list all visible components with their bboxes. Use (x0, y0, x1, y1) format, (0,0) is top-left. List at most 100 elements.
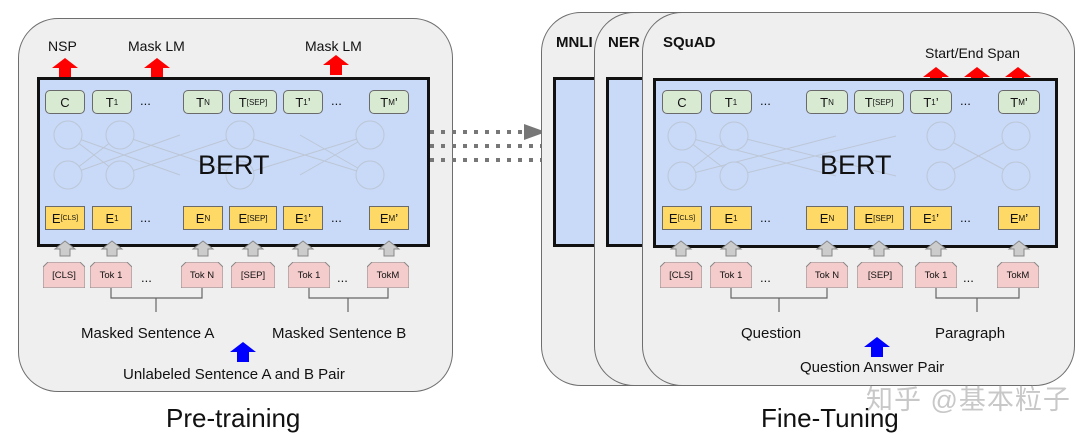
embed-e1p-text: E (294, 210, 304, 226)
ft-output-t1p-sub: 1 (931, 97, 936, 107)
pretraining-input-arrows (53, 240, 401, 257)
pretraining-embed-ecls: E[CLS] (45, 206, 85, 230)
finetuning-token-ellipsis-2: ... (963, 270, 974, 285)
ft-token-tok1-text: Tok 1 (719, 269, 743, 281)
output-tm-text: T (380, 94, 389, 110)
ft-token-sep-text: [SEP] (867, 269, 893, 281)
pretraining-token-cls: [CLS] (43, 262, 85, 288)
ft-output-t1-sub: 1 (732, 97, 738, 107)
ft-output-tsep-sub: [SEP] (872, 97, 894, 107)
output-t1p-prime: ’ (307, 94, 311, 110)
watermark: 知乎 @基本粒子 (866, 385, 1071, 415)
ft-token-cls-text: [CLS] (669, 269, 693, 281)
ft-token-tokn-text: Tok N (814, 269, 840, 281)
pretraining-output-tsep: T[SEP] (229, 90, 277, 114)
unlabeled-pair-label: Unlabeled Sentence A and B Pair (123, 366, 345, 383)
ft-embed-en-sub: N (828, 213, 835, 223)
finetuning-output-ellipsis: ... (760, 93, 771, 108)
embed-e1-sub: 1 (114, 213, 119, 223)
finetuning-embed-ecls: E[CLS] (662, 206, 702, 230)
ft-embed-esep-text: E (864, 210, 874, 226)
ft-embed-em-prime: ’ (1025, 210, 1029, 226)
pretraining-token-tok1: Tok 1 (90, 262, 132, 288)
embed-em-sub: M (388, 213, 396, 223)
output-tsep-text: T (238, 94, 247, 110)
ft-token-tok1b-text: Tok 1 (924, 269, 948, 281)
finetuning-output-c: C (662, 90, 702, 114)
pretraining-token-tokm: TokM (367, 262, 409, 288)
mask-lm-1-arrow-icon (144, 58, 170, 78)
mask-lm-label-1: Mask LM (128, 38, 185, 54)
embed-e1p-prime: ’ (308, 210, 311, 226)
ft-embed-e1-sub: 1 (733, 213, 738, 223)
pretraining-embed-ellipsis-2: ... (331, 210, 342, 225)
output-t1-text: T (105, 94, 114, 110)
embed-em-text: E (379, 210, 389, 226)
pretraining-embed-ellipsis: ... (140, 210, 151, 225)
pretraining-pair-arrow-icon (230, 342, 256, 362)
finetuning-bert-label: BERT (820, 150, 892, 180)
ft-embed-e1p-prime: ’ (936, 210, 939, 226)
finetuning-token-tok1: Tok 1 (710, 262, 752, 288)
masked-sentence-a-label: Masked Sentence A (81, 325, 215, 342)
pretraining-caption: Pre-training (166, 403, 301, 433)
ft-embed-e1p-sub: 1 (931, 213, 937, 223)
mask-lm-2-arrow-icon (323, 55, 349, 75)
output-tn-text: T (196, 94, 205, 110)
ft-output-t1-text: T (724, 94, 733, 110)
masked-sentence-b-label: Masked Sentence B (272, 325, 407, 342)
finetuning-output-ellipsis-2: ... (960, 93, 971, 108)
token-tok1b-text: Tok 1 (297, 269, 321, 281)
finetuning-embed-ellipsis: ... (760, 210, 771, 225)
token-tok1-text: Tok 1 (99, 269, 123, 281)
ft-embed-en-text: E (819, 210, 829, 226)
ft-embed-ecls-sub: [CLS] (677, 214, 696, 222)
mnli-label: MNLI (556, 34, 593, 51)
pretraining-token-tokn: Tok N (181, 262, 223, 288)
finetuning-segment-brackets (730, 288, 1020, 312)
ft-output-c-text: C (677, 94, 687, 110)
pretraining-token-sep: [SEP] (231, 262, 275, 288)
ft-output-tm-sub: M (1018, 97, 1025, 107)
embed-e1-text: E (105, 210, 115, 226)
ft-output-tn-text: T (820, 94, 829, 110)
finetuning-caption: Fine-Tuning (761, 403, 899, 433)
token-tokn-text: Tok N (189, 269, 215, 281)
embed-ecls-text: E (51, 210, 61, 226)
nsp-label: NSP (48, 38, 77, 54)
pretraining-token-ellipsis: ... (141, 270, 152, 285)
finetuning-embed-ellipsis-2: ... (960, 210, 971, 225)
ft-embed-esep-sub: [SEP] (873, 213, 894, 223)
squad-label: SQuAD (663, 34, 716, 51)
finetuning-token-tok1b: Tok 1 (915, 262, 957, 288)
pretraining-bert-label: BERT (198, 150, 270, 180)
span-arrow-icon (964, 67, 990, 87)
ft-token-tokm-text: TokM (1006, 269, 1030, 281)
output-tsep-sub: [SEP] (246, 97, 268, 107)
ft-embed-ecls-text: E (668, 210, 678, 226)
finetuning-pair-arrow-icon (864, 337, 890, 357)
output-tm-sub: M (388, 97, 395, 107)
ft-output-tn-sub: N (828, 97, 834, 107)
token-cls-text: [CLS] (52, 269, 76, 281)
pretraining-embed-esep: E[SEP] (229, 206, 277, 230)
output-tm-prime: ’ (394, 94, 398, 110)
question-answer-pair-label: Question Answer Pair (800, 359, 945, 376)
ft-output-tm-text: T (1010, 94, 1019, 110)
embed-e1p-sub: 1 (303, 213, 309, 223)
ft-output-tm-prime: ’ (1024, 94, 1028, 110)
finetuning-token-cls: [CLS] (660, 262, 702, 288)
ner-label: NER (608, 34, 640, 51)
embed-esep-text: E (238, 210, 248, 226)
mask-lm-label-2: Mask LM (305, 38, 362, 54)
